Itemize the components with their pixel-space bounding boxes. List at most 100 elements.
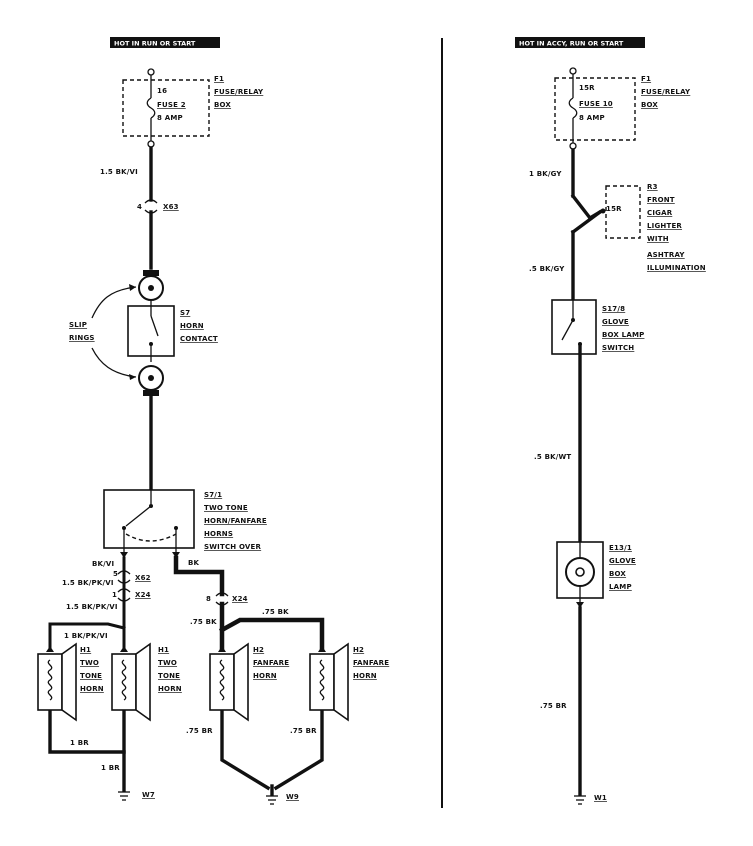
switch-over-label-3: HORNS: [204, 530, 233, 538]
fuse-rating: 8 AMP: [157, 114, 183, 122]
left-circuit-horn: HOT IN RUN OR START 16 FUSE 2 8 AMP F1 F…: [37, 37, 389, 805]
right-circuit-glove-box: HOT IN ACCY, RUN OR START 15R FUSE 10 8 …: [515, 37, 706, 805]
fuse-box-id: F1: [214, 75, 224, 83]
left-header: HOT IN RUN OR START: [114, 40, 196, 48]
horn-id: H2: [353, 646, 364, 654]
glove-box-switch-s17-8: S17/8 GLOVE BOX LAMP SWITCH: [551, 296, 644, 355]
wire-label-75b: .75 BK: [262, 608, 289, 616]
glove-switch-id: S17/8: [602, 305, 625, 313]
ground-w1: W1: [574, 794, 607, 805]
connector-pin: 4: [137, 203, 142, 211]
horn-label-2: HORN: [353, 672, 377, 680]
connector-name: X63: [163, 203, 179, 211]
wire-label-fuse-out: 1 BK/GY: [529, 170, 562, 178]
switch-over-label-4: SWITCH OVER: [204, 543, 262, 551]
connector-name: X62: [135, 574, 151, 582]
fuse-box-id: F1: [641, 75, 651, 83]
horn-label-2: TONE: [80, 672, 102, 680]
fuse-terminal: 15R: [579, 84, 595, 92]
horn-contact-s7: S7 HORN CONTACT: [127, 300, 218, 362]
horn-label-1: FANFARE: [253, 659, 289, 667]
wire-label-lamp-out: .75 BR: [540, 702, 567, 710]
lighter-label-6: ILLUMINATION: [647, 264, 706, 272]
wire-label-sw-left: BK/VI: [92, 560, 114, 568]
fuse-box-f1-right: 15R FUSE 10 8 AMP F1 FUSE/RELAY BOX: [554, 67, 691, 150]
slip-ring-top: [138, 270, 164, 301]
connector-name: X24: [232, 595, 248, 603]
connector-pin: 8: [206, 595, 211, 603]
wire-label-switch-out: .5 BK/WT: [534, 453, 571, 461]
horn-h2-b: H2 FANFARE HORN: [309, 642, 389, 722]
wire-label-16: 1.5 BK/PK/VI: [66, 603, 118, 611]
lighter-terminal: 15R: [606, 205, 622, 213]
slip-rings-callout: SLIP RINGS: [69, 284, 137, 380]
right-header: HOT IN ACCY, RUN OR START: [519, 40, 624, 48]
connector-x63: 4 X63: [137, 199, 179, 214]
lamp-id: E13/1: [609, 544, 632, 552]
horn-id: H1: [80, 646, 91, 654]
horn-label-1: FANFARE: [353, 659, 389, 667]
switch-over-id: S7/1: [204, 491, 222, 499]
fuse-box-f1-left: 16 FUSE 2 8 AMP F1 FUSE/RELAY BOX: [122, 68, 264, 148]
connector-pin: 5: [113, 570, 118, 578]
fuse-box-label-2: BOX: [641, 101, 658, 109]
horn-label-3: HORN: [80, 685, 104, 693]
lighter-label-4: WITH: [647, 235, 669, 243]
wire-label-1br-b: 1 BR: [101, 764, 120, 772]
wire-label-75br-a: .75 BR: [186, 727, 213, 735]
horn-contact-id: S7: [180, 309, 190, 317]
lighter-label-5: ASHTRAY: [647, 251, 685, 259]
ground-label: W1: [594, 794, 607, 802]
slip-ring-bottom: [138, 365, 164, 396]
wire-label-15: 1.5 BK/PK/VI: [62, 579, 114, 587]
fuse-name: FUSE 2: [157, 101, 186, 109]
horn-id: H2: [253, 646, 264, 654]
wire-label-lighter-out: .5 BK/GY: [529, 265, 565, 273]
glove-switch-label-3: SWITCH: [602, 344, 634, 352]
glove-box-lamp-e13-1: E13/1 GLOVE BOX LAMP: [556, 541, 636, 608]
switch-over-label-2: HORN/FANFARE: [204, 517, 267, 525]
lighter-label-1: FRONT: [647, 196, 675, 204]
horn-id: H1: [158, 646, 169, 654]
wire-label-1br: 1 BR: [70, 739, 89, 747]
horn-label-3: HORN: [158, 685, 182, 693]
switch-over-label-1: TWO TONE: [204, 504, 248, 512]
glove-switch-label-2: BOX LAMP: [602, 331, 644, 339]
connector-x62: 5 X62: [113, 570, 151, 584]
cigar-lighter-r3: 15R R3 FRONT CIGAR LIGHTER WITH ASHTRAY …: [570, 183, 706, 272]
horn-label-1: TWO: [80, 659, 99, 667]
lamp-label-1: GLOVE: [609, 557, 636, 565]
horn-label-1: TWO: [158, 659, 177, 667]
ground-w7: W7: [118, 791, 155, 801]
wire-label-75a: .75 BK: [190, 618, 217, 626]
ground-w9: W9: [266, 793, 299, 805]
wire-label-75br-b: .75 BR: [290, 727, 317, 735]
lamp-label-2: BOX: [609, 570, 626, 578]
ground-label: W7: [142, 791, 155, 799]
slip-rings-label-2: RINGS: [69, 334, 95, 342]
fuse-box-label-2: BOX: [214, 101, 231, 109]
connector-name: X24: [135, 591, 151, 599]
fuse-name: FUSE 10: [579, 100, 613, 108]
lighter-label-3: LIGHTER: [647, 222, 682, 230]
wire-label-fuse-out: 1.5 BK/VI: [100, 168, 138, 176]
horn-label-2: HORN: [253, 672, 277, 680]
connector-x24-a: 1 X24: [112, 588, 151, 602]
horn-contact-label-2: CONTACT: [180, 335, 218, 343]
wire-label-sw-right: BK: [188, 559, 200, 567]
fuse-box-label-1: FUSE/RELAY: [214, 88, 264, 96]
slip-rings-label-1: SLIP: [69, 321, 87, 329]
switch-over-s7-1: S7/1 TWO TONE HORN/FANFARE HORNS SWITCH …: [103, 484, 267, 558]
connector-x24-b: 8 X24: [206, 592, 248, 606]
wire-label-1bk: 1 BK/PK/VI: [64, 632, 108, 640]
lighter-id: R3: [647, 183, 658, 191]
lighter-label-2: CIGAR: [647, 209, 673, 217]
lamp-label-3: LAMP: [609, 583, 632, 591]
fuse-rating: 8 AMP: [579, 114, 605, 122]
fuse-terminal: 16: [157, 87, 167, 95]
connector-pin: 1: [112, 591, 117, 599]
horn-h2-a: H2 FANFARE HORN: [209, 642, 289, 722]
horn-label-2: TONE: [158, 672, 180, 680]
horn-contact-label-1: HORN: [180, 322, 204, 330]
horn-h1-b: H1 TWO TONE HORN: [111, 642, 182, 722]
